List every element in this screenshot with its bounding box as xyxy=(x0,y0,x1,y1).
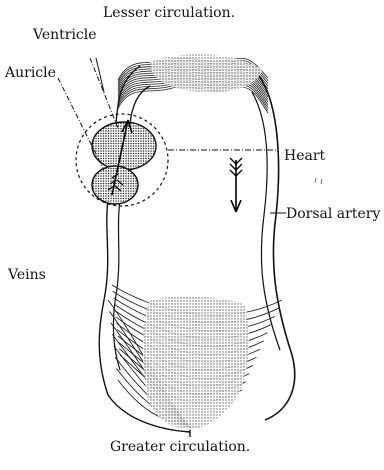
veins-label: Veins xyxy=(8,268,46,282)
heart-label: Heart xyxy=(284,149,325,163)
ventricle-label: Ventricle xyxy=(33,28,97,42)
greater-circulation-caption: Greater circulation. xyxy=(110,440,250,454)
auricle xyxy=(92,166,138,204)
greater-capillary-mass xyxy=(143,297,249,430)
dorsal-artery-label: Dorsal artery xyxy=(286,207,380,221)
ventricle-pointer-2 xyxy=(96,58,104,92)
auricle-pointer xyxy=(58,78,104,170)
lesser-circulation-caption: Lesser circulation. xyxy=(103,6,235,20)
vein-trunk-inner xyxy=(113,200,120,370)
auricle-label: Auricle xyxy=(5,66,56,80)
stray-mark xyxy=(315,178,322,184)
